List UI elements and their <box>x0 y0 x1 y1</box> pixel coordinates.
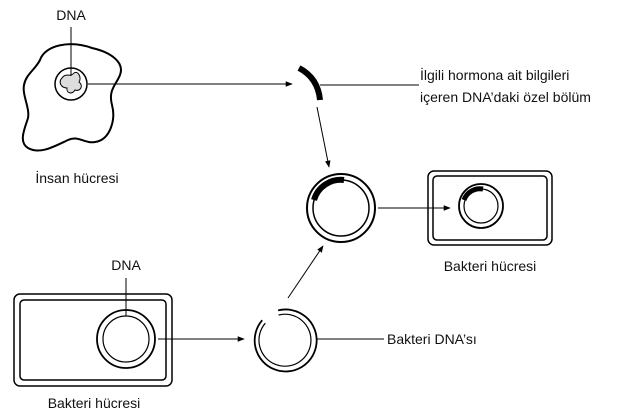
transformed-gene-segment <box>461 186 484 202</box>
donor-bacterium-outer-wall <box>13 293 173 387</box>
transformed-bacterium: Bakteri hücresi <box>427 170 553 274</box>
hormone-gene-fragment <box>297 65 323 101</box>
transformed-plasmid-outer <box>458 183 504 229</box>
arrow-open-plasmid-to-recombinant <box>287 245 324 299</box>
donor-plasmid-inner <box>102 315 150 363</box>
opened-plasmid <box>253 308 318 373</box>
bacteria-cell-label-right: Bakteri hücresi <box>444 258 537 274</box>
gene-label-line1: İlgili hormona ait bilgileri <box>420 66 569 83</box>
opened-plasmid-inner <box>258 313 312 367</box>
opened-plasmid-outer <box>253 308 318 373</box>
donor-plasmid-outer <box>96 309 156 369</box>
gene-label-line2: içeren DNA’daki özel bölüm <box>420 89 591 105</box>
human-dna-label: DNA <box>56 7 86 23</box>
recombinant-plasmid <box>306 173 376 243</box>
donor-bacterium-inner-wall <box>19 299 167 381</box>
inserted-gene-segment <box>311 176 345 202</box>
human-cell-membrane <box>21 43 122 152</box>
bacteria-cell-label-left: Bakteri hücresi <box>48 395 141 411</box>
transformed-bacterium-inner-wall <box>432 175 548 241</box>
human-chromatin <box>59 71 82 94</box>
recombinant-plasmid-outer <box>306 173 376 243</box>
arrow-gene-to-plasmid <box>316 106 331 168</box>
human-cell: DNA İnsan hücresi <box>21 7 122 186</box>
transformed-bacterium-outer-wall <box>427 170 553 246</box>
human-cell-label: İnsan hücresi <box>35 169 118 186</box>
bacteria-dna-label: Bakteri DNA’sı <box>387 331 477 347</box>
bacteria-dna-top-label: DNA <box>111 257 141 273</box>
donor-bacterium: DNA Bakteri hücresi <box>13 257 173 411</box>
